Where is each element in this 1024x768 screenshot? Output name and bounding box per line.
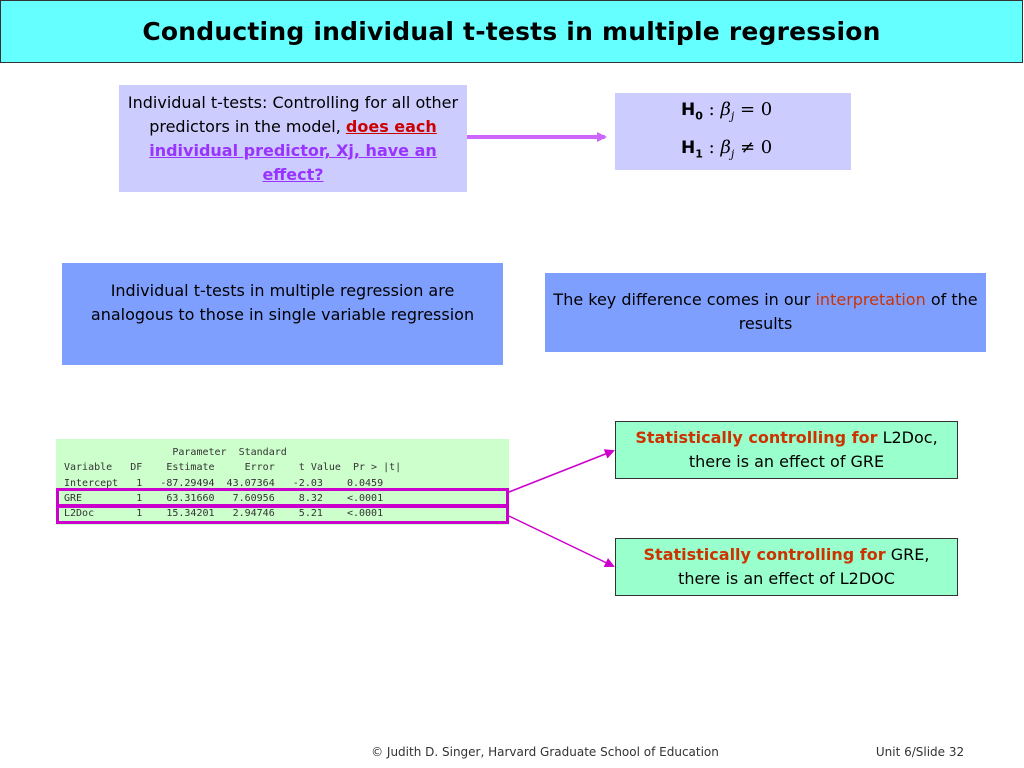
result-box-l2doc: Statistically controlling for GRE, there… [615,538,958,596]
sas-row-l2doc: L2Doc 1 15.34201 2.94746 5.21 <.0001 [64,508,384,520]
l2doc-row-arrow [508,515,615,568]
h0-relation: = 0 [740,99,773,120]
h0-subscript: 0 [695,109,703,123]
l2doc-row-highlight [56,505,509,524]
interpretation-prefix: The key difference comes in our [553,290,811,309]
interpretation-box: The key difference comes in our interpre… [545,273,986,352]
footer-slide-number: Unit 6/Slide 32 [875,745,965,759]
question-emph-purple: individual predictor, Xj, have an effect… [149,141,437,184]
sas-output-table: Parameter Standard Variable DF Estimate … [56,439,509,525]
analogy-box: Individual t-tests in multiple regressio… [62,263,503,365]
sas-row-intercept: Intercept 1 -87.29494 43.07364 -2.03 0.0… [64,477,384,489]
interpretation-suffix: of the results [738,290,978,333]
result1-rest: L2Doc, there is an effect of GRE [688,428,938,471]
h0-beta: β [720,99,731,120]
h0-colon: : [708,99,715,120]
sas-header-1: Parameter Standard [64,447,287,458]
sas-header-2: Variable DF Estimate Error t Value Pr > … [64,462,402,474]
result2-rest: GRE, there is an effect of L2DOC [678,545,930,588]
result1-lead: Statistically controlling for [635,428,878,447]
h1-j: j [730,147,735,161]
h1-colon: : [708,137,715,158]
h1-beta: β [720,137,731,158]
h1-relation: ≠ 0 [740,137,773,158]
question-emph-red: does each [345,117,437,136]
h1-subscript: 1 [695,147,703,161]
interpretation-emph: interpretation [815,290,926,309]
gre-row-arrow [508,449,615,493]
null-hypothesis: H0 : βj = 0 [681,99,772,123]
hypotheses-box: H0 : βj = 0 H1 : βj ≠ 0 [615,93,851,170]
h0-j: j [730,109,735,123]
slide-title: Conducting individual t-tests in multipl… [142,17,881,46]
analogy-text: Individual t-tests in multiple regressio… [90,281,475,324]
result2-lead: Statistically controlling for [643,545,886,564]
h1-label: H [681,138,696,158]
title-bar: Conducting individual t-tests in multipl… [0,0,1023,63]
footer-copyright: © Judith D. Singer, Harvard Graduate Sch… [371,745,719,759]
result-box-gre: Statistically controlling for L2Doc, the… [615,421,958,479]
sas-row-gre: GRE 1 63.31660 7.60956 8.32 <.0001 [64,492,384,504]
question-prefix: Individual t-tests: Controlling for all … [127,93,459,136]
h0-label: H [681,100,696,120]
question-box: Individual t-tests: Controlling for all … [119,85,467,192]
alt-hypothesis: H1 : βj ≠ 0 [681,137,772,161]
